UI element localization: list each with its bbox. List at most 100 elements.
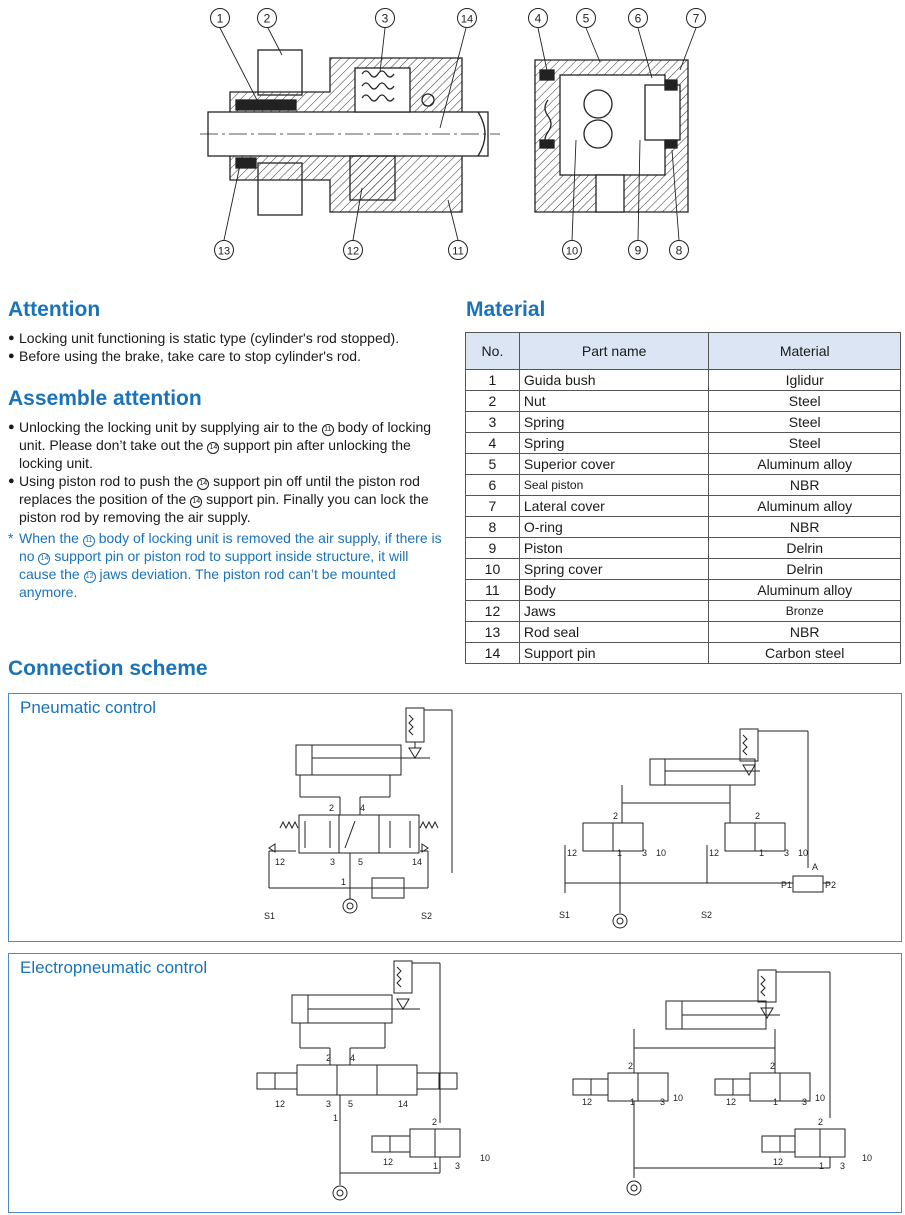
pneumatic-control-title: Pneumatic control <box>20 698 157 717</box>
s1-label: S1 <box>264 911 275 921</box>
electropneumatic-circuit-diagram: 2 4 12 3 5 14 1 2 12 1 3 10 2 12 1 3 10 … <box>256 960 872 1201</box>
attention-bullet: Locking unit functioning is static type … <box>8 329 448 347</box>
callout-label: 8 <box>676 244 683 258</box>
s1-label: S1 <box>559 910 570 920</box>
column-header: No. <box>465 332 520 370</box>
port-label: 3 <box>784 848 789 858</box>
port-label: 1 <box>617 848 622 858</box>
port-label: 10 <box>798 848 808 858</box>
port-label: 1 <box>630 1097 635 1107</box>
port-label: 10 <box>862 1153 872 1163</box>
port-label: 1 <box>819 1161 824 1171</box>
callout-3: 3 <box>375 8 395 28</box>
callout-2: 2 <box>257 8 277 28</box>
callout-1: 1 <box>210 8 230 28</box>
port-label: 2 <box>326 1053 331 1063</box>
cross-section-drawing: 1 2 3 14 13 12 11 4 5 6 7 10 9 8 <box>200 8 706 260</box>
callout-label: 10 <box>566 246 578 258</box>
ref-circle: 14 <box>190 496 203 508</box>
ref-circle: 12 <box>83 571 96 583</box>
lock-unit-left-section <box>200 49 500 216</box>
callout-label: 4 <box>535 12 542 26</box>
ref-circle: 11 <box>321 424 334 436</box>
port-label: 3 <box>455 1161 460 1171</box>
port-label: 1 <box>341 877 346 887</box>
callout-label: 13 <box>218 246 230 258</box>
callout-label: 9 <box>635 244 642 258</box>
port-label: 2 <box>818 1117 823 1127</box>
port-label: 3 <box>330 857 335 867</box>
attention-list: Locking unit functioning is static type … <box>8 329 448 365</box>
callout-12: 12 <box>343 240 363 260</box>
attention-bullet: Before using the brake, take care to sto… <box>8 347 448 365</box>
callout-13: 13 <box>214 240 234 260</box>
port-label: 2 <box>329 803 334 813</box>
port-label: 3 <box>642 848 647 858</box>
port-label: 14 <box>412 857 422 867</box>
port-label: 2 <box>755 811 760 821</box>
port-label: A <box>812 862 818 872</box>
callout-10: 10 <box>562 240 582 260</box>
pneumatic-control-panel <box>8 693 902 942</box>
callout-label: 11 <box>452 246 463 258</box>
callout-label: 5 <box>583 12 590 26</box>
port-label: 12 <box>582 1097 592 1107</box>
material-heading: Material <box>466 298 546 321</box>
callout-label: 6 <box>635 12 642 26</box>
callout-6: 6 <box>628 8 648 28</box>
callout-label: 2 <box>264 12 271 26</box>
callout-4: 4 <box>528 8 548 28</box>
port-label: 10 <box>815 1093 825 1103</box>
callout-5: 5 <box>576 8 596 28</box>
port-label: 12 <box>275 1099 285 1109</box>
assemble-bullet-1: Unlocking the locking unit by supplying … <box>8 418 433 472</box>
port-label: 3 <box>660 1097 665 1107</box>
assemble-note: * When the 11 body of locking unit is re… <box>8 530 442 600</box>
column-header: Material <box>708 332 901 370</box>
port-label: 5 <box>358 857 363 867</box>
ref-circle: 11 <box>82 535 95 547</box>
callout-label: 7 <box>693 12 700 26</box>
lock-unit-right-section <box>534 59 689 213</box>
assemble-list: Unlocking the locking unit by supplying … <box>8 418 433 526</box>
column-header: Part name <box>518 332 710 370</box>
callout-14: 14 <box>457 8 477 28</box>
assemble-bullet-2: Using piston rod to push the 14 support … <box>8 472 433 526</box>
port-label: 2 <box>432 1117 437 1127</box>
port-label: P2 <box>825 880 836 890</box>
port-label: 10 <box>673 1093 683 1103</box>
callout-7: 7 <box>686 8 706 28</box>
electropneumatic-control-panel <box>8 953 902 1213</box>
port-label: 5 <box>348 1099 353 1109</box>
table-header-row: No. Part name Material <box>465 332 901 370</box>
callout-8: 8 <box>669 240 689 260</box>
callout-label: 3 <box>382 12 389 26</box>
attention-heading: Attention <box>8 298 101 321</box>
callout-label: 1 <box>217 12 224 26</box>
callout-label: 12 <box>347 246 359 258</box>
port-label: 4 <box>360 803 365 813</box>
port-label: 12 <box>383 1157 393 1167</box>
port-label: 2 <box>613 811 618 821</box>
port-label: 3 <box>840 1161 845 1171</box>
s2-label: S2 <box>701 910 712 920</box>
port-label: 12 <box>275 857 285 867</box>
assemble-attention-heading: Assemble attention <box>8 387 202 410</box>
pneumatic-circuit-diagram: 2 4 12 3 5 14 1 S1 S2 2 12 1 3 10 2 12 1… <box>264 707 836 929</box>
port-label: 10 <box>656 848 666 858</box>
ref-circle: 14 <box>207 442 220 454</box>
connection-scheme-heading: Connection scheme <box>8 657 208 680</box>
callout-label: 14 <box>461 14 473 26</box>
